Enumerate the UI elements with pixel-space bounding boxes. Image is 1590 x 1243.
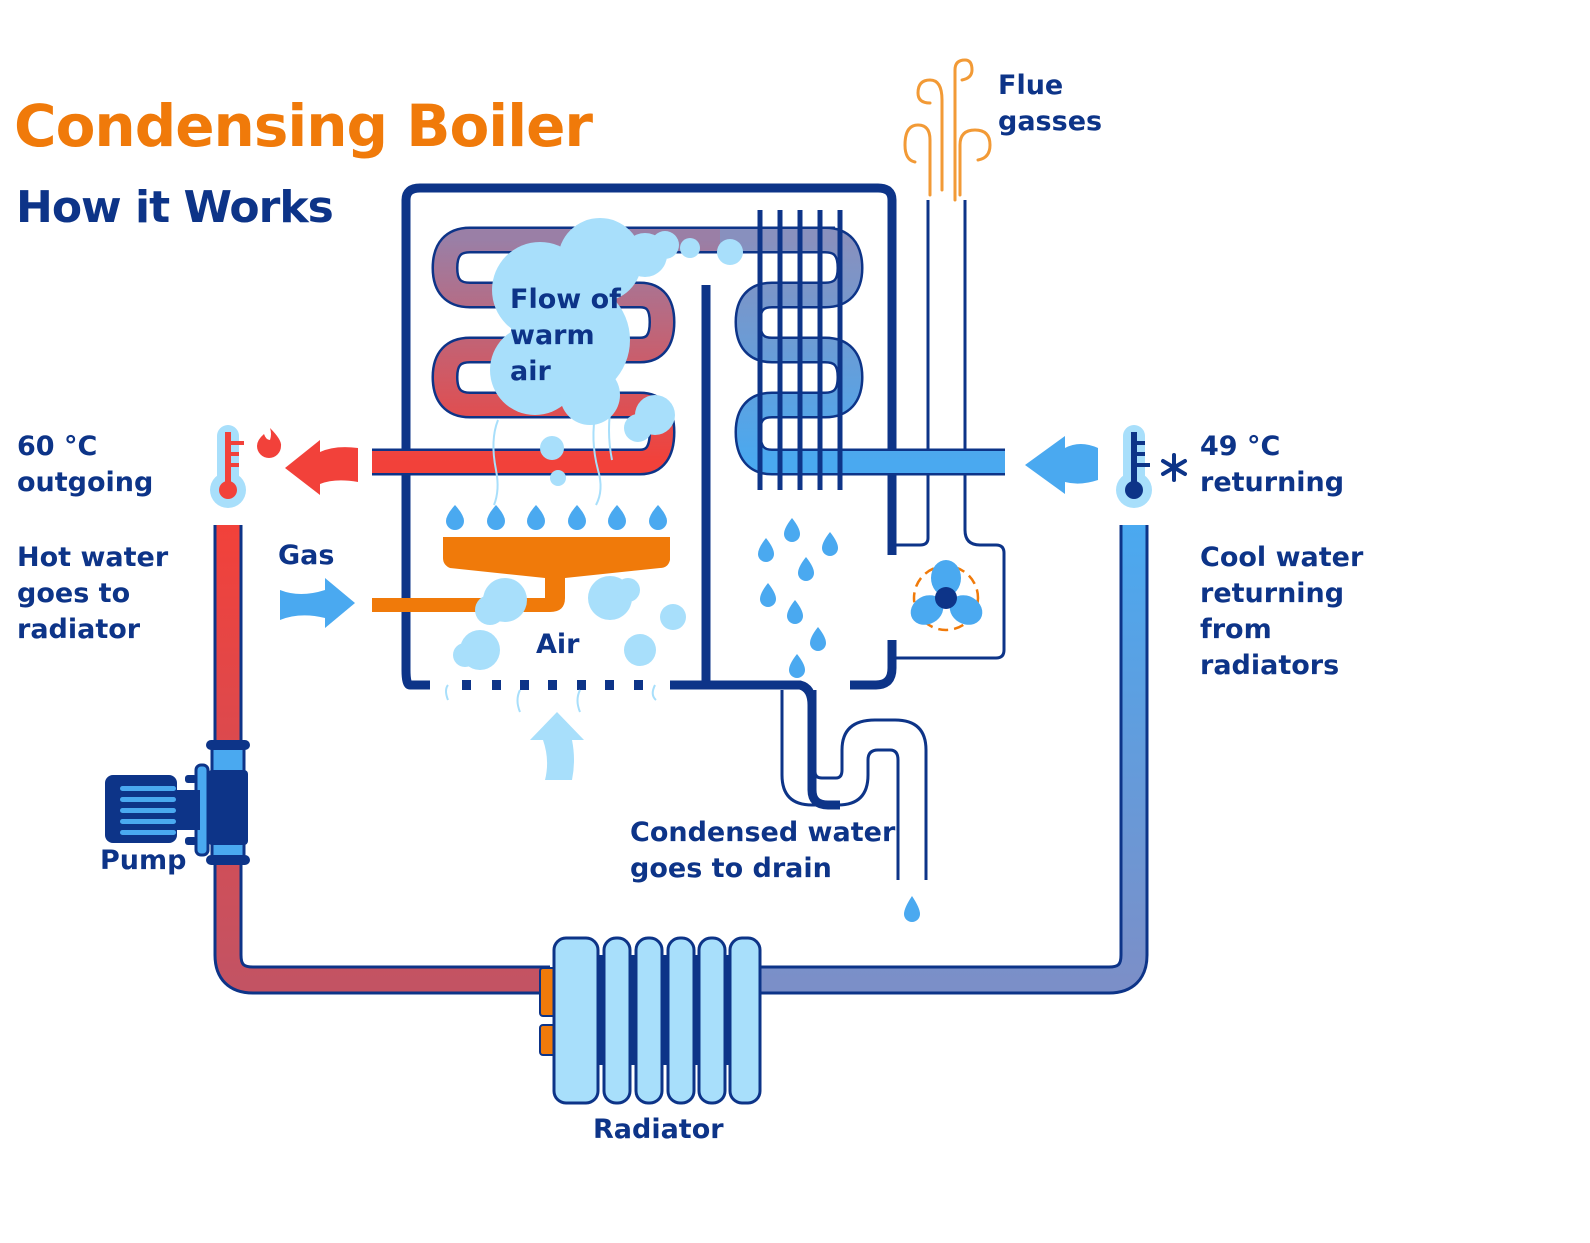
flue-gasses-label: Flue gasses — [998, 70, 1103, 137]
cool-water-label: Cool water returning from radiators — [1200, 542, 1364, 681]
condensation-drops — [758, 518, 838, 678]
warm-air-cloud — [490, 218, 743, 486]
air-label: Air — [536, 629, 580, 660]
gas-flame-icon — [487, 505, 505, 530]
hot-water-pipe — [213, 525, 550, 995]
returning-temp-label: 49 °C returning — [1200, 431, 1345, 498]
condensed-water-label: Condensed water goes to drain — [630, 817, 896, 884]
secondary-heat-exchanger — [720, 210, 1005, 490]
air-clouds — [453, 576, 686, 670]
drain-trap — [780, 690, 928, 880]
gas-flame-icon — [527, 505, 545, 530]
gas-flame-icon — [446, 505, 464, 530]
hot-water-arrow-icon — [285, 440, 358, 495]
burner-flames — [446, 505, 667, 530]
radiator-icon — [539, 936, 762, 1105]
air-intake-arrow-icon — [530, 712, 584, 780]
flue-housing — [896, 200, 1006, 660]
pump-label: Pump — [100, 845, 187, 876]
page-subtitle: How it Works — [16, 182, 334, 233]
gas-flame-icon — [568, 505, 586, 530]
cool-water-pipe — [755, 525, 1149, 995]
snowflake-icon — [1161, 453, 1187, 482]
gas-label: Gas — [278, 540, 335, 571]
air-intake-grille — [462, 680, 643, 690]
heat-wisps — [445, 399, 657, 713]
page-title: Condensing Boiler — [14, 92, 593, 160]
thermometer-cold-icon — [1116, 425, 1152, 508]
hot-water-label: Hot water goes to radiator — [17, 542, 169, 645]
radiator-label: Radiator — [593, 1114, 724, 1145]
gas-flame-icon — [649, 505, 667, 530]
cool-water-arrow-icon — [1025, 436, 1098, 494]
thermometer-hot-icon — [210, 425, 246, 508]
outgoing-temp-label: 60 °C outgoing — [17, 431, 154, 498]
drain-drop-icon — [904, 896, 920, 922]
flue-gas-swirls-icon — [903, 58, 992, 202]
gas-arrow-icon — [280, 578, 355, 628]
gas-burner — [372, 537, 670, 612]
fan-icon — [910, 560, 983, 632]
flow-of-warm-air-label: Flow of warm air — [510, 284, 621, 387]
pump-icon — [105, 740, 250, 865]
flame-icon — [257, 428, 282, 458]
gas-flame-icon — [608, 505, 626, 530]
